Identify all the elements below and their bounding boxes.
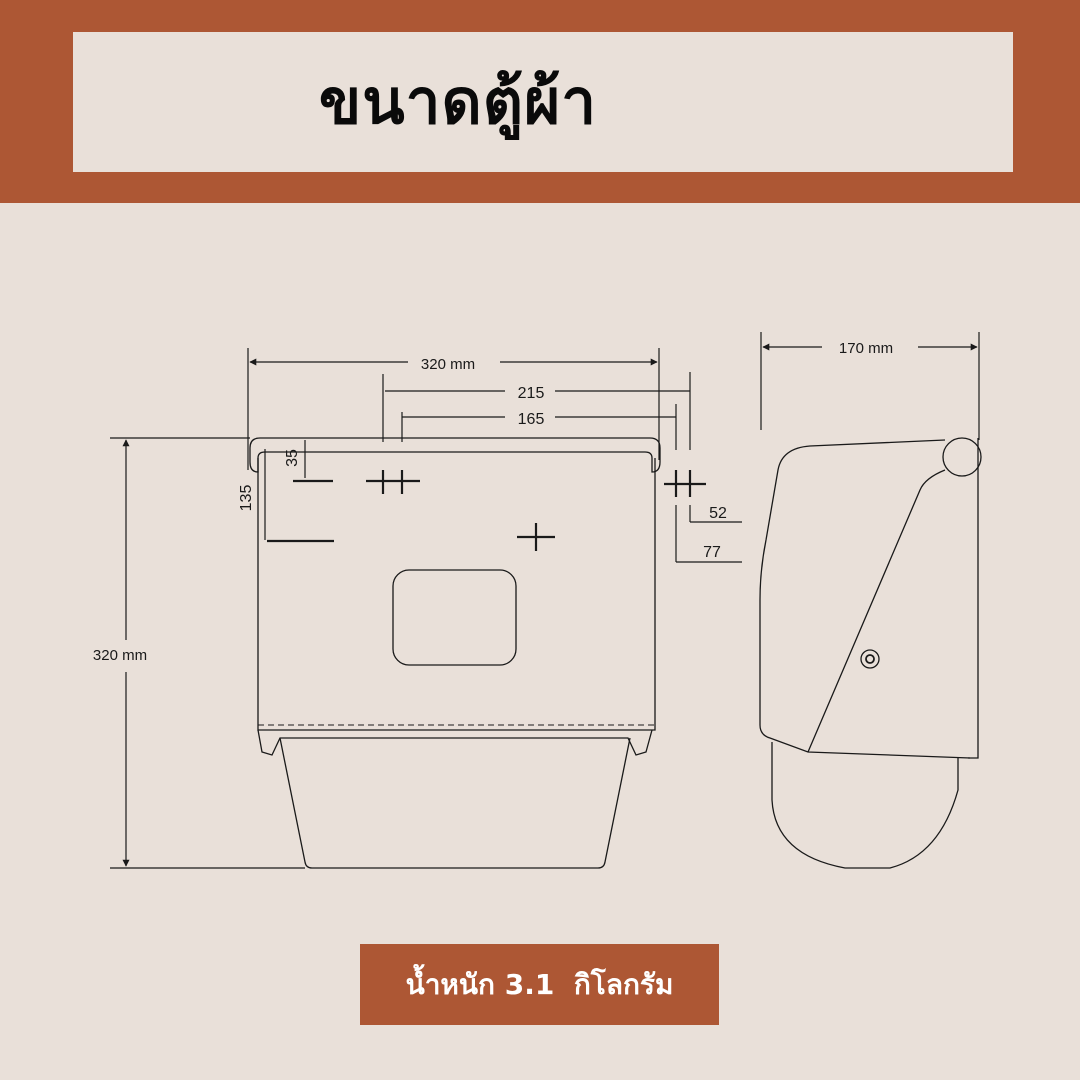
dim-top-small: 35 [284,449,301,467]
weight-label: น้ำหนัก 3.1 กิโลกรัม [405,967,674,1001]
front-view [249,437,706,869]
front-body [257,458,656,731]
dim-front-width: 320 mm [421,356,475,373]
side-tray [771,742,959,869]
header-band: ขนาดตู้ผ้า [0,0,1080,203]
front-base [257,729,653,756]
dim-front-height: 320 mm [93,647,147,664]
front-top-lid [249,437,661,473]
dim-side-large: 77 [703,544,721,561]
side-back [968,438,979,759]
front-dimension-labels: 320 mm 215 165 35 135 52 77 320 mm [93,356,727,664]
side-front-profile [759,439,971,759]
dim-hole-outer: 215 [518,385,545,402]
dim-side-small: 52 [709,505,727,522]
dim-hole-inner: 165 [518,411,545,428]
weight-badge: น้ำหนัก 3.1 กิโลกรัม [360,944,719,1025]
front-tray [279,737,631,869]
page-title: ขนาดตู้ผ้า [318,65,598,138]
dim-side-depth: 170 mm [839,340,893,357]
side-lock [860,649,880,669]
side-view [759,437,982,869]
front-dimensions [110,348,742,869]
side-dimensions [760,332,980,440]
dim-top-large: 135 [238,485,255,512]
side-roller [942,437,982,477]
front-window [392,569,517,666]
title-box: ขนาดตู้ผ้า [73,32,1013,172]
side-diagonal [807,469,946,753]
